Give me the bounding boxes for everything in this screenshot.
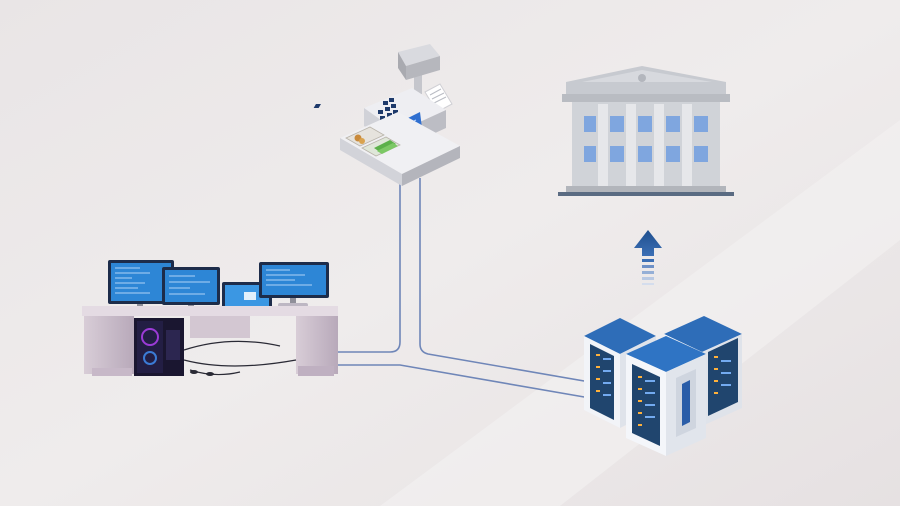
bank-pillars (598, 104, 692, 188)
up-arrow-icon (634, 230, 662, 285)
wire-register-to-servers (419, 178, 591, 383)
desk-right-leg (296, 316, 338, 374)
monitor-center (162, 267, 220, 310)
bank-windows (584, 116, 708, 162)
desk-top (82, 306, 338, 316)
wire-workstation-to-servers (335, 364, 591, 399)
pc-tower (134, 318, 184, 376)
register-keypad (313, 98, 398, 120)
bank-building-icon (558, 66, 734, 196)
cash-register-icon (313, 44, 460, 186)
background-light-band (380, 120, 900, 506)
server-leds (596, 354, 718, 426)
monitor-right (259, 262, 329, 307)
connector-lines (335, 178, 591, 399)
server-cluster-icon (584, 316, 742, 456)
workstation-desk-icon (82, 260, 338, 376)
monitor-small (222, 282, 272, 308)
wire-workstation-to-register (335, 178, 401, 353)
monitor-left (108, 260, 174, 310)
server-front (626, 336, 706, 456)
desk-left-leg (84, 316, 134, 374)
